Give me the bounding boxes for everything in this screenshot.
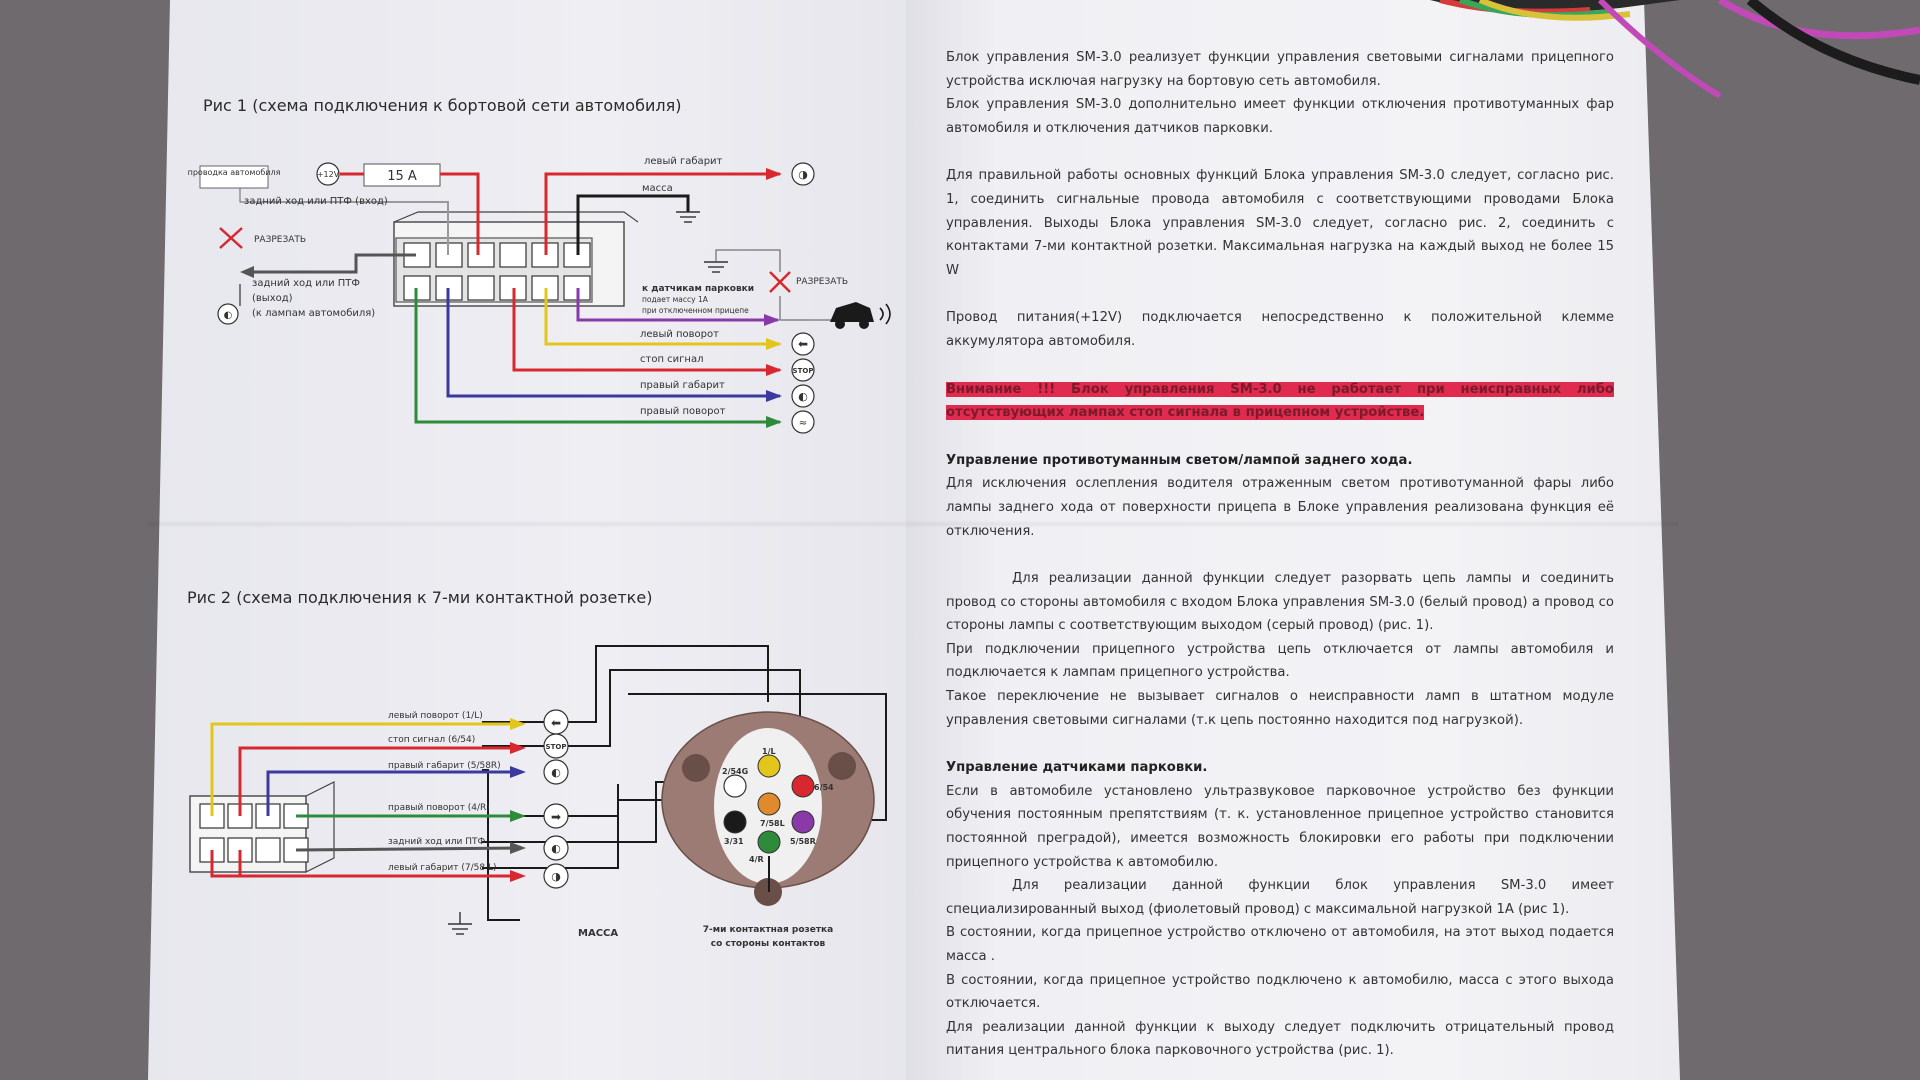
car-wiring-label: проводка автомобиля (188, 168, 281, 177)
socket-label-2: со стороны контактов (711, 939, 826, 949)
pin-4-label: 4/R (749, 855, 764, 864)
fig1-parking-label-2: подает массу 1А (642, 295, 709, 304)
fig2-left-turn-icon: ⬅ (551, 716, 561, 730)
svg-text:◐: ◐ (224, 310, 233, 321)
fig2-reverse-label: задний ход или ПТФ (388, 837, 485, 847)
socket-label-1: 7-ми контактная розетка (703, 925, 833, 935)
cut-label-1: РАЗРЕЗАТЬ (254, 235, 306, 245)
fig2-diagram: МАССА ⬅ STOP ◐ ➡ ◐ (189, 645, 887, 949)
left-turn-icon: ⬅ (798, 337, 808, 351)
left-marker-icon: ◑ (798, 168, 808, 181)
right-turn-icon: ≈ (799, 418, 807, 429)
fig1-parking-label-3: при отключенном прицепе (642, 306, 749, 315)
plus12-label: +12V (317, 170, 340, 179)
car-icon (830, 302, 891, 329)
stop-icon: STOP (793, 367, 814, 375)
paragraph-parking-purpose: Если в автомобиле установлено ультразвук… (946, 783, 1614, 870)
pin-5 (791, 810, 815, 834)
paragraph-power: Провод питания(+12V) подключается непоср… (946, 310, 1614, 349)
fig2-left-marker-label: левый габарит (7/58 L) (388, 863, 497, 873)
right-marker-icon: ◐ (798, 390, 808, 403)
right-sheet (906, 0, 1680, 1080)
left-sheet (148, 0, 910, 1080)
fig1-right-turn-label: правый поворот (640, 406, 726, 417)
pin-7 (757, 792, 781, 816)
reverse-lamp-icon (217, 303, 239, 325)
paragraph-fog-howto: Для реализации данной функции следует ра… (946, 571, 1614, 634)
paragraph-parking-disconnected: В состоянии, когда прицепное устройство … (946, 925, 1614, 964)
fig1-left-marker-label: левый габарит (644, 156, 723, 167)
fig1-parking-label-1: к датчикам парковки (642, 284, 754, 294)
heading-fog-light: Управление противотуманным светом/лампой… (946, 452, 1413, 468)
pin-6 (791, 774, 815, 798)
cut-label-2: РАЗРЕЗАТЬ (796, 277, 848, 287)
socket-7pin: 1/L 2/54G 3/31 4/R 5/58R 6/54 7/58L (661, 711, 875, 906)
paragraph-fog-switch: При подключении прицепного устройства це… (946, 641, 1614, 681)
fig2-reverse-icon: ◐ (551, 842, 561, 855)
fig2-right-marker-label: правый габарит (5/58R) (388, 761, 501, 771)
pin-4 (757, 830, 781, 854)
paragraph-parking-output: Для реализации данной функции блок управ… (946, 878, 1614, 917)
heading-parking: Управление датчиками парковки. (946, 760, 1208, 776)
fig1-reverse-out-label-1: задний ход или ПТФ (252, 278, 360, 289)
pin-2-label: 2/54G (722, 767, 748, 776)
pin-1 (757, 754, 781, 778)
pin-6-label: 6/54 (814, 783, 834, 792)
pin-2 (723, 774, 747, 798)
fig2-right-turn-icon: ➡ (551, 810, 561, 824)
pin-5-label: 5/58R (790, 837, 816, 846)
fig2-stop-label: стоп сигнал (6/54) (388, 735, 475, 745)
fig2-right-marker-icon: ◐ (551, 766, 561, 779)
warning-text: Внимание !!! Блок управления SM-3.0 не р… (946, 381, 1614, 421)
fig1-reverse-out-label-2: (выход) (252, 293, 293, 304)
fig1-reverse-out-label-3: (к лампам автомобиля) (252, 308, 375, 319)
fig1-left-turn-label: левый поворот (640, 329, 719, 340)
cables-photo (1430, 0, 1920, 99)
fig2-stop-icon: STOP (546, 743, 567, 751)
paragraph-fog-no-error: Такое переключение не вызывает сигналов … (946, 689, 1614, 728)
fig2-left-marker-icon: ◑ (551, 870, 561, 883)
fig2-left-turn-label: левый поворот (1/L) (388, 711, 483, 721)
plus12-icon (316, 162, 340, 186)
instructions-text: Блок управления SM-3.0 реализует функции… (946, 46, 1614, 1063)
fig1-stop-label: стоп сигнал (640, 354, 703, 365)
fig1-reverse-in-label: задний ход или ПТФ (вход) (244, 196, 388, 207)
fuse-label: 15 A (387, 169, 417, 184)
paragraph-fog-purpose: Для исключения ослепления водителя отраж… (946, 476, 1614, 539)
fig1-right-marker-label: правый габарит (640, 380, 725, 391)
fig2-ground-label: МАССА (578, 928, 618, 939)
pin-7-label: 7/58L (760, 819, 785, 828)
paper-fold (148, 520, 1678, 528)
paragraph-parking-connected: В состоянии, когда прицепное устройство … (946, 972, 1614, 1012)
pin-3-label: 3/31 (724, 837, 744, 846)
paragraph-connection: Для правильной работы основных функций Б… (946, 168, 1614, 278)
fig1-ground-label: масса (642, 183, 673, 194)
paragraph-extra-functions: Блок управления SM-3.0 дополнительно име… (946, 97, 1614, 136)
paragraph-intro: Блок управления SM-3.0 реализует функции… (946, 50, 1614, 89)
pin-3 (723, 810, 747, 834)
fig1-title: Рис 1 (схема подключения к бортовой сети… (203, 96, 682, 115)
pin-1-label: 1/L (762, 747, 776, 756)
paragraph-parking-howto: Для реализации данной функции к выходу с… (946, 1019, 1614, 1059)
fig1-diagram: проводка автомобиля +12V 15 A (188, 156, 891, 434)
fig2-title: Рис 2 (схема подключения к 7-ми контактн… (187, 588, 653, 607)
car-wiring-box (199, 165, 269, 189)
wiring-diagrams: проводка автомобиля +12V 15 A (188, 156, 891, 949)
fig2-right-turn-label: правый поворот (4/R) (388, 803, 490, 813)
